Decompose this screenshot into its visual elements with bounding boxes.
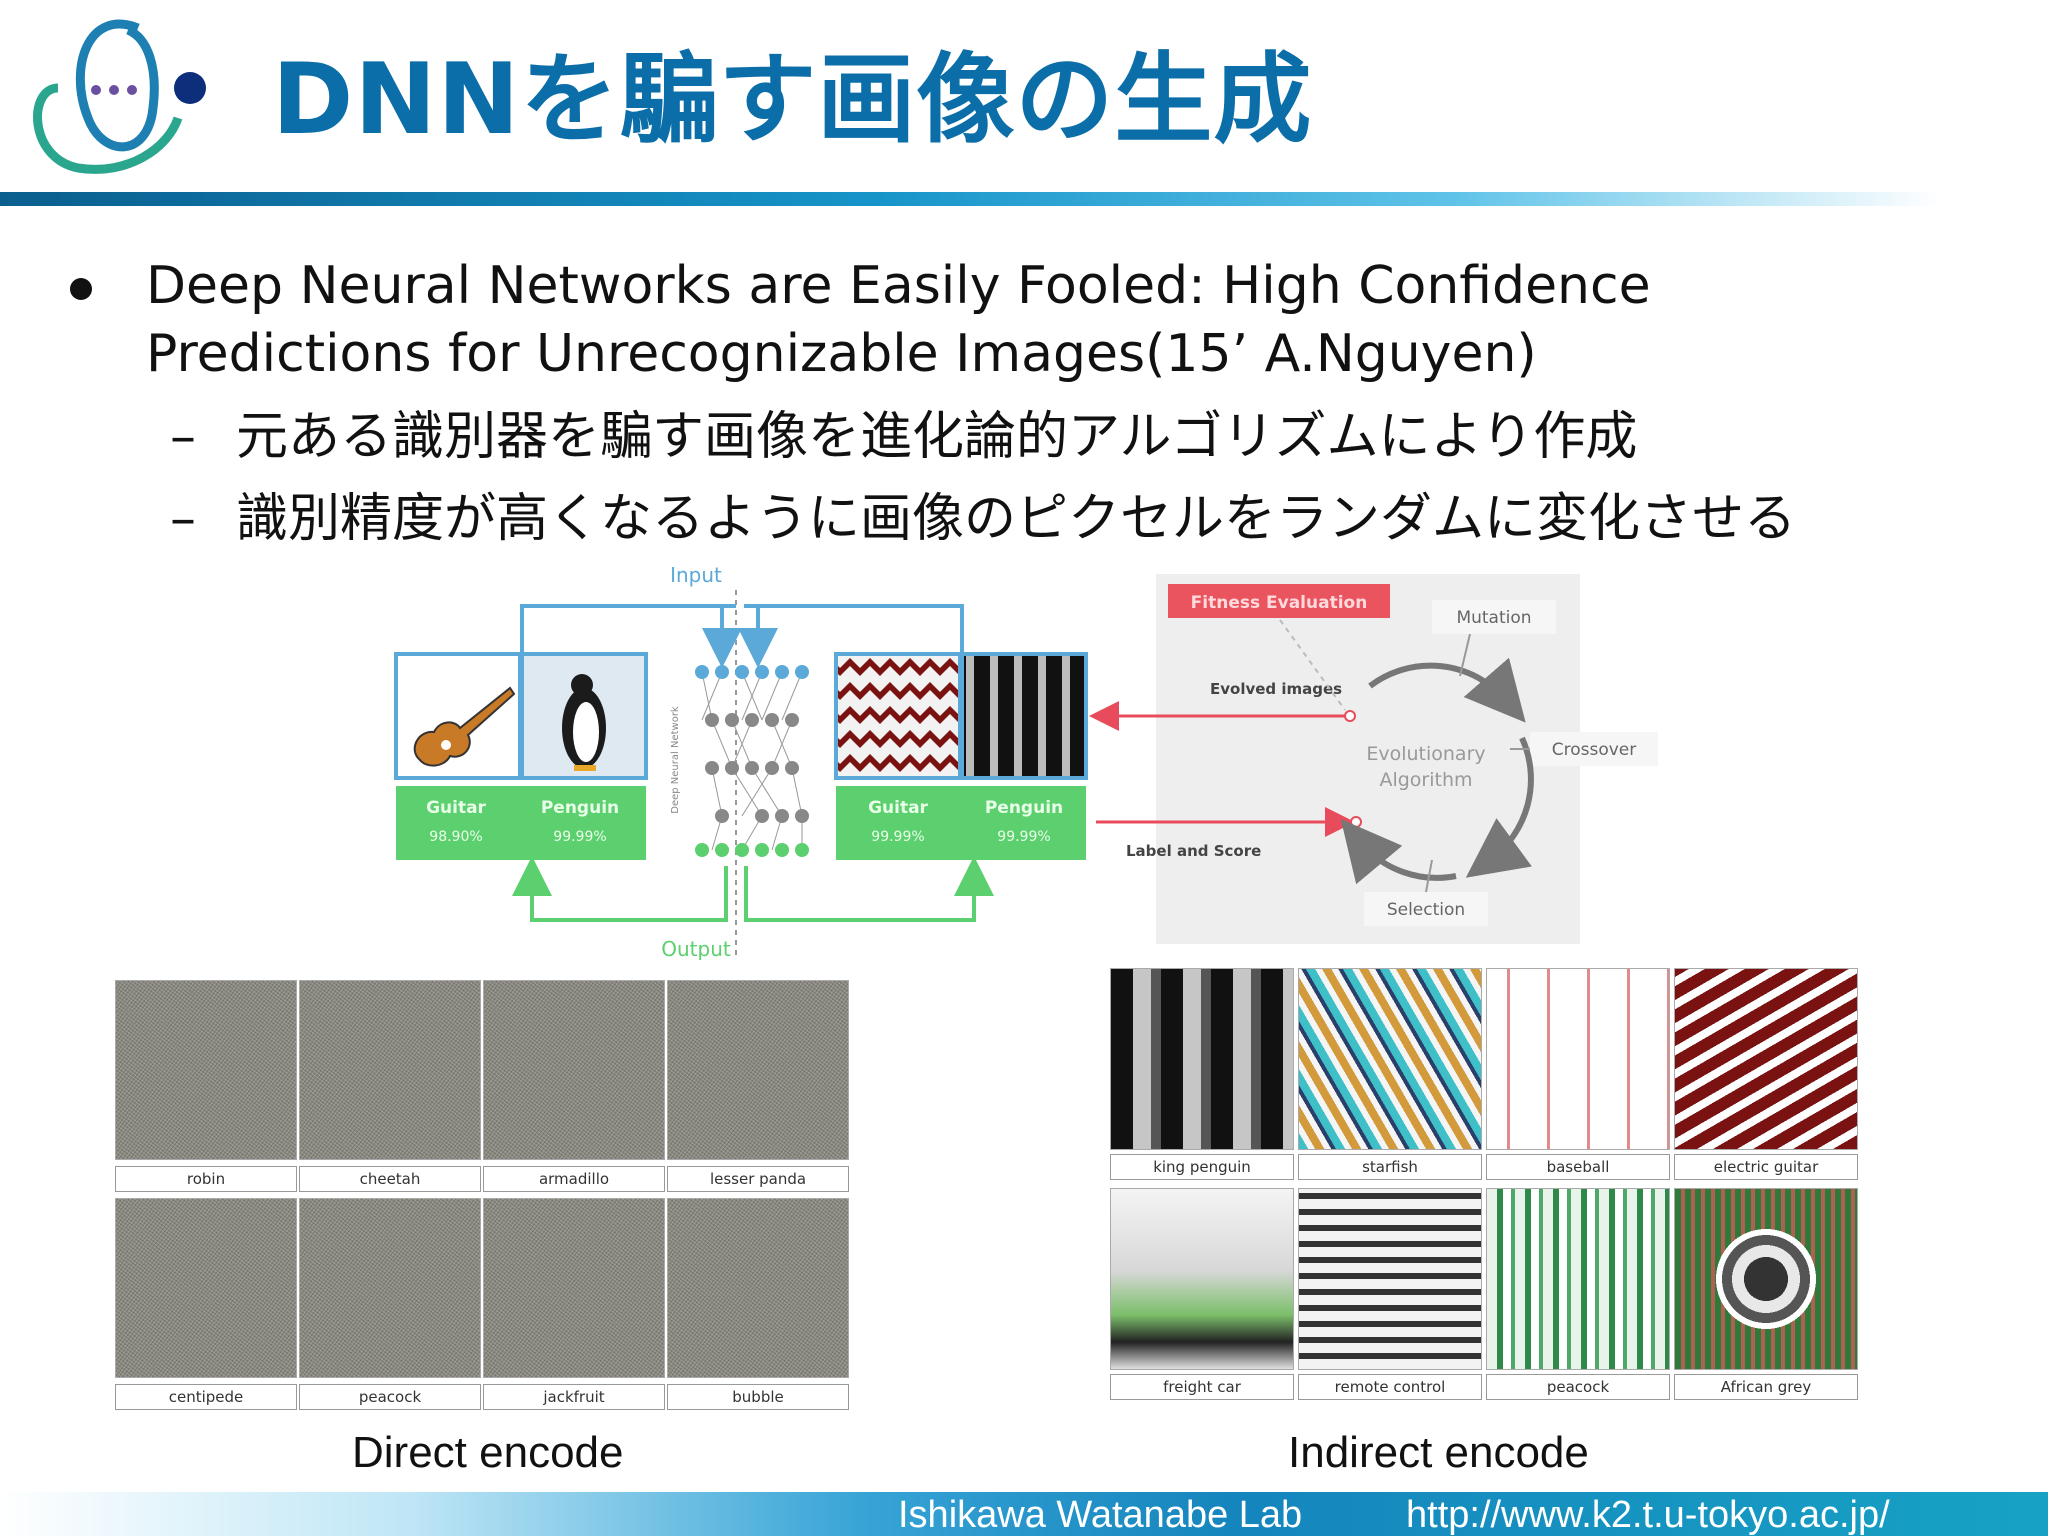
crossover-box [1530,732,1658,766]
noise-image [667,1198,849,1378]
crossover-label: Crossover [1552,740,1637,760]
grid-caption: robin [115,1166,297,1192]
selection-connector [1425,859,1433,893]
title-divider [0,192,1940,206]
left-result-label-2: Penguin [541,798,619,818]
evolved-penguin-image [960,652,1088,780]
left-result-score-1: 98.90% [429,829,482,845]
mutation-box [1432,600,1556,634]
bullet-dot-icon [70,278,92,300]
bullet-main-text: Deep Neural Networks are Easily Fooled: … [146,252,1651,388]
right-result-score-1: 99.99% [871,829,924,845]
grid-caption: armadillo [483,1166,665,1192]
cycle-arc-top [1368,657,1526,723]
noise-image [483,980,665,1160]
cycle-arc-right [1465,736,1534,878]
input-arrow-right [744,604,964,656]
algorithm-label-2: Algorithm [1379,769,1472,791]
network-label: Deep Neural Network [670,706,681,814]
output-arrow-left [530,866,728,922]
fitness-evaluation-box [1168,584,1390,618]
footer-url[interactable]: http://www.k2.t.u-tokyo.ac.jp/ [1406,1494,1890,1536]
bullet-main-line-2: Predictions for Unrecognizable Images(15… [146,324,1537,384]
pattern-image [1298,968,1482,1150]
grid-caption: centipede [115,1384,297,1410]
output-label: Output [661,937,731,960]
evolution-diagram: Input Output Guitar 98.90% Penguin 99.99… [394,563,1658,960]
pattern-image [1674,1188,1858,1370]
grid-caption: baseball [1486,1154,1670,1180]
left-results-box [396,786,646,860]
noise-image [299,980,481,1160]
penguin-icon [562,674,606,771]
guitar-icon [413,686,516,767]
noise-image [667,980,849,1160]
lab-logo [33,19,206,174]
pattern-image [1110,968,1294,1150]
label-score-label: Label and Score [1126,842,1261,860]
grid-caption: cheetah [299,1166,481,1192]
indirect-encode-caption: Indirect encode [1288,1428,1589,1477]
footer-lab-name: Ishikawa Watanabe Lab [898,1494,1303,1536]
fitness-dashed-line [1279,619,1346,711]
noise-image [115,980,297,1160]
sub-bullet-1: –元ある識別器を騙す画像を進化論的アルゴリズムにより作成 [170,402,1637,472]
evolved-images-label: Evolved images [1210,680,1342,698]
input-label: Input [670,563,722,587]
grid-caption: lesser panda [667,1166,849,1192]
fitness-evaluation-label: Fitness Evaluation [1191,593,1368,613]
left-result-label-1: Guitar [426,798,486,818]
left-result-score-2: 99.99% [553,829,606,845]
sub-bullet-dash: – [170,407,196,467]
grid-caption: starfish [1298,1154,1482,1180]
network-output-nodes [695,843,809,857]
slide-title: DNNを騙す画像の生成 [272,43,1313,157]
noise-image [483,1198,665,1378]
grid-caption: king penguin [1110,1154,1294,1180]
network-hidden-nodes [705,713,809,823]
right-result-score-2: 99.99% [997,829,1050,845]
sub-bullet-dash: – [170,489,196,549]
pattern-image [1298,1188,1482,1370]
cycle-arc-bottom [1340,818,1457,885]
grid-caption: peacock [299,1384,481,1410]
bullet-main-line-1: Deep Neural Networks are Easily Fooled: … [146,256,1651,316]
grid-caption: freight car [1110,1374,1294,1400]
grid-caption: electric guitar [1674,1154,1858,1180]
direct-encode-caption: Direct encode [352,1428,624,1477]
grid-caption: bubble [667,1384,849,1410]
noise-image [299,1198,481,1378]
grid-caption: peacock [1486,1374,1670,1400]
grid-caption: jackfruit [483,1384,665,1410]
evolved-guitar-image [834,652,962,780]
network-input-nodes [695,665,809,679]
guitar-image-frame [394,652,522,780]
sub-bullet-2-text: 識別精度が高くなるように画像のピクセルをランダムに変化させる [236,489,1797,549]
algorithm-label-1: Evolutionary [1366,743,1485,765]
right-results-box [836,786,1086,860]
direct-encode-grid: robin cheetah armadillo lesser panda cen… [115,980,851,1420]
grid-caption: African grey [1674,1374,1858,1400]
pattern-image [1486,1188,1670,1370]
right-result-label-1: Guitar [868,798,928,818]
selection-label: Selection [1387,900,1465,920]
pattern-image [1674,968,1858,1150]
noise-image [115,1198,297,1378]
right-result-label-2: Penguin [985,798,1063,818]
grid-caption: remote control [1298,1374,1482,1400]
output-arrow-right [744,866,976,922]
mutation-label: Mutation [1456,608,1531,628]
pattern-image [1486,968,1670,1150]
pattern-image [1110,1188,1294,1370]
sub-bullet-2: –識別精度が高くなるように画像のピクセルをランダムに変化させる [170,484,1796,554]
selection-box [1364,892,1488,926]
mutation-connector [1459,633,1471,677]
indirect-encode-grid: king penguin starfish baseball electric … [1110,968,1858,1408]
input-arrow-left [520,604,736,656]
neural-network-icon [701,671,803,851]
footer-bar [0,1492,2048,1536]
sub-bullet-1-text: 元ある識別器を騙す画像を進化論的アルゴリズムにより作成 [236,407,1638,467]
